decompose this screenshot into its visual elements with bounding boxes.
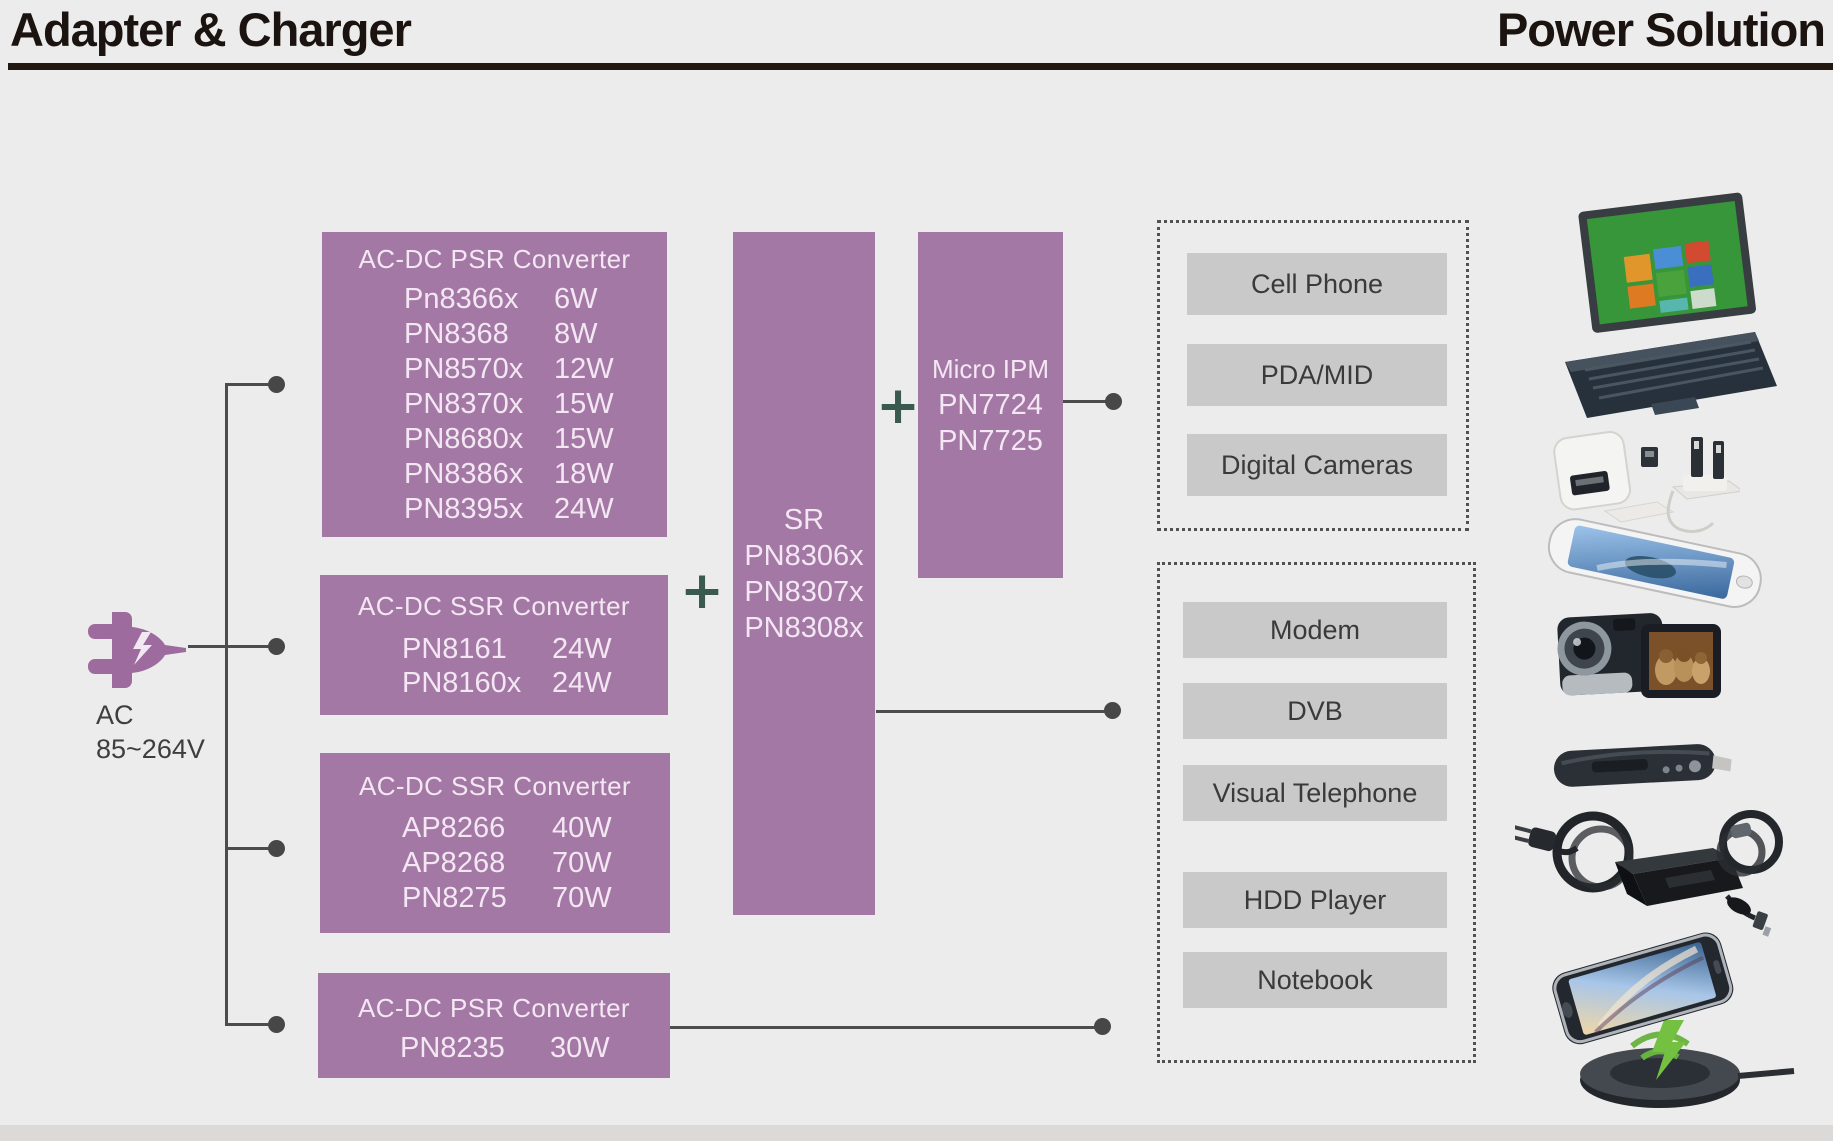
part-number: AP8266 [402, 812, 506, 844]
wattage: 15W [554, 388, 614, 420]
converter-box-psr-top: AC-DC PSR Converter Pn8366x 6W PN8368 8W P… [322, 232, 667, 537]
converter-title: AC-DC PSR Converter [358, 244, 631, 274]
plus-sign-ipm: + [876, 376, 920, 436]
branch-dot-4 [268, 1016, 285, 1033]
ac-voltage-text: 85~264V [96, 734, 205, 764]
ac-text: AC [96, 700, 134, 730]
branch-line-3 [225, 847, 271, 850]
application-notebook: Notebook [1183, 952, 1447, 1008]
part-number: PN8161 [402, 633, 507, 665]
wattage: 30W [550, 1032, 610, 1064]
page-bottom-strip [0, 1125, 1833, 1141]
wattage: 6W [554, 283, 598, 315]
application-digital-cameras: Digital Cameras [1187, 434, 1447, 496]
sr-part: PN8307x [744, 575, 864, 608]
branch-line-4 [225, 1023, 271, 1026]
wattage: 8W [554, 318, 598, 350]
ac-source-label: AC 85~264V [96, 698, 205, 766]
wattage: 24W [552, 633, 612, 665]
part-number: PN8680x [404, 423, 524, 455]
converter-title: AC-DC PSR Converter [358, 993, 630, 1023]
notebook-computer-image [1555, 190, 1780, 440]
ac-bus-line [225, 383, 228, 1026]
application-visual-telephone: Visual Telephone [1183, 765, 1447, 821]
lightning-bolt-icon [133, 632, 152, 665]
wattage: 24W [554, 493, 614, 525]
application-hdd-player: HDD Player [1183, 872, 1447, 928]
application-modem: Modem [1183, 602, 1447, 658]
converter-box-psr-bottom: AC-DC PSR Converter PN8235 30W [318, 973, 670, 1078]
part-number: AP8268 [402, 847, 506, 879]
application-pda-mid: PDA/MID [1187, 344, 1447, 406]
application-group-mobile [1157, 220, 1469, 531]
sr-part: PN8308x [744, 611, 864, 644]
converter-box-ssr-mid: AC-DC SSR Converter PN8161 24W PN8160x 24W [320, 575, 668, 715]
wattage: 12W [554, 353, 614, 385]
micro-ipm-part: PN7725 [938, 425, 1043, 457]
page-title-right: Power Solution [1496, 3, 1826, 56]
part-number: Pn8366x [404, 283, 519, 315]
video-camcorder-image [1545, 608, 1725, 718]
sr-output-dot [1104, 702, 1121, 719]
page-title-left: Adapter & Charger [10, 3, 412, 56]
part-number: PN8370x [404, 388, 524, 420]
branch-dot-1 [268, 376, 285, 393]
wattage: 70W [552, 882, 612, 914]
part-number: PN8368 [404, 318, 509, 350]
wattage: 24W [552, 667, 612, 699]
application-group-home [1157, 562, 1476, 1063]
branch-dot-3 [268, 840, 285, 857]
part-number: PN8570x [404, 353, 524, 385]
application-cell-phone: Cell Phone [1187, 253, 1447, 315]
smartphone-image [1540, 510, 1775, 625]
ipm-output-dot [1105, 393, 1122, 410]
converter-title: AC-DC SSR Converter [358, 591, 630, 621]
plus-sign-sr: + [680, 561, 724, 621]
sr-part: PN8306x [744, 539, 864, 572]
part-number: PN8386x [404, 458, 524, 490]
branch-line-1 [225, 383, 271, 386]
micro-ipm-part: PN7724 [938, 389, 1043, 421]
sr-title: SR [783, 503, 825, 536]
wattage: 18W [554, 458, 614, 490]
converter-title: AC-DC SSR Converter [359, 771, 631, 801]
branch-dot-2 [268, 638, 285, 655]
header-divider [8, 63, 1833, 70]
power-adapter-cables-image [1510, 800, 1795, 950]
ac-plug-icon [88, 612, 186, 688]
ipm-output-line [1063, 400, 1109, 403]
sr-box: SR PN8306x PN8307x PN8308x [733, 232, 875, 915]
wattage: 15W [554, 423, 614, 455]
part-number: PN8275 [402, 882, 507, 914]
usb-wall-chargers-image [1545, 425, 1745, 540]
part-number: PN8160x [402, 667, 522, 699]
application-dvb: DVB [1183, 683, 1447, 739]
hdd-media-player-image [1548, 733, 1738, 808]
wattage: 70W [552, 847, 612, 879]
psr-bottom-output-dot [1094, 1018, 1111, 1035]
part-number: PN8395x [404, 493, 524, 525]
wireless-charging-phone-image [1532, 928, 1802, 1128]
branch-line-2 [188, 645, 271, 648]
sr-output-line [876, 710, 1108, 713]
psr-bottom-output-line [670, 1026, 1098, 1029]
micro-ipm-title: Micro IPM [932, 354, 1049, 384]
wattage: 40W [552, 812, 612, 844]
micro-ipm-box: Micro IPM PN7724 PN7725 [918, 232, 1063, 578]
part-number: PN8235 [400, 1032, 505, 1064]
